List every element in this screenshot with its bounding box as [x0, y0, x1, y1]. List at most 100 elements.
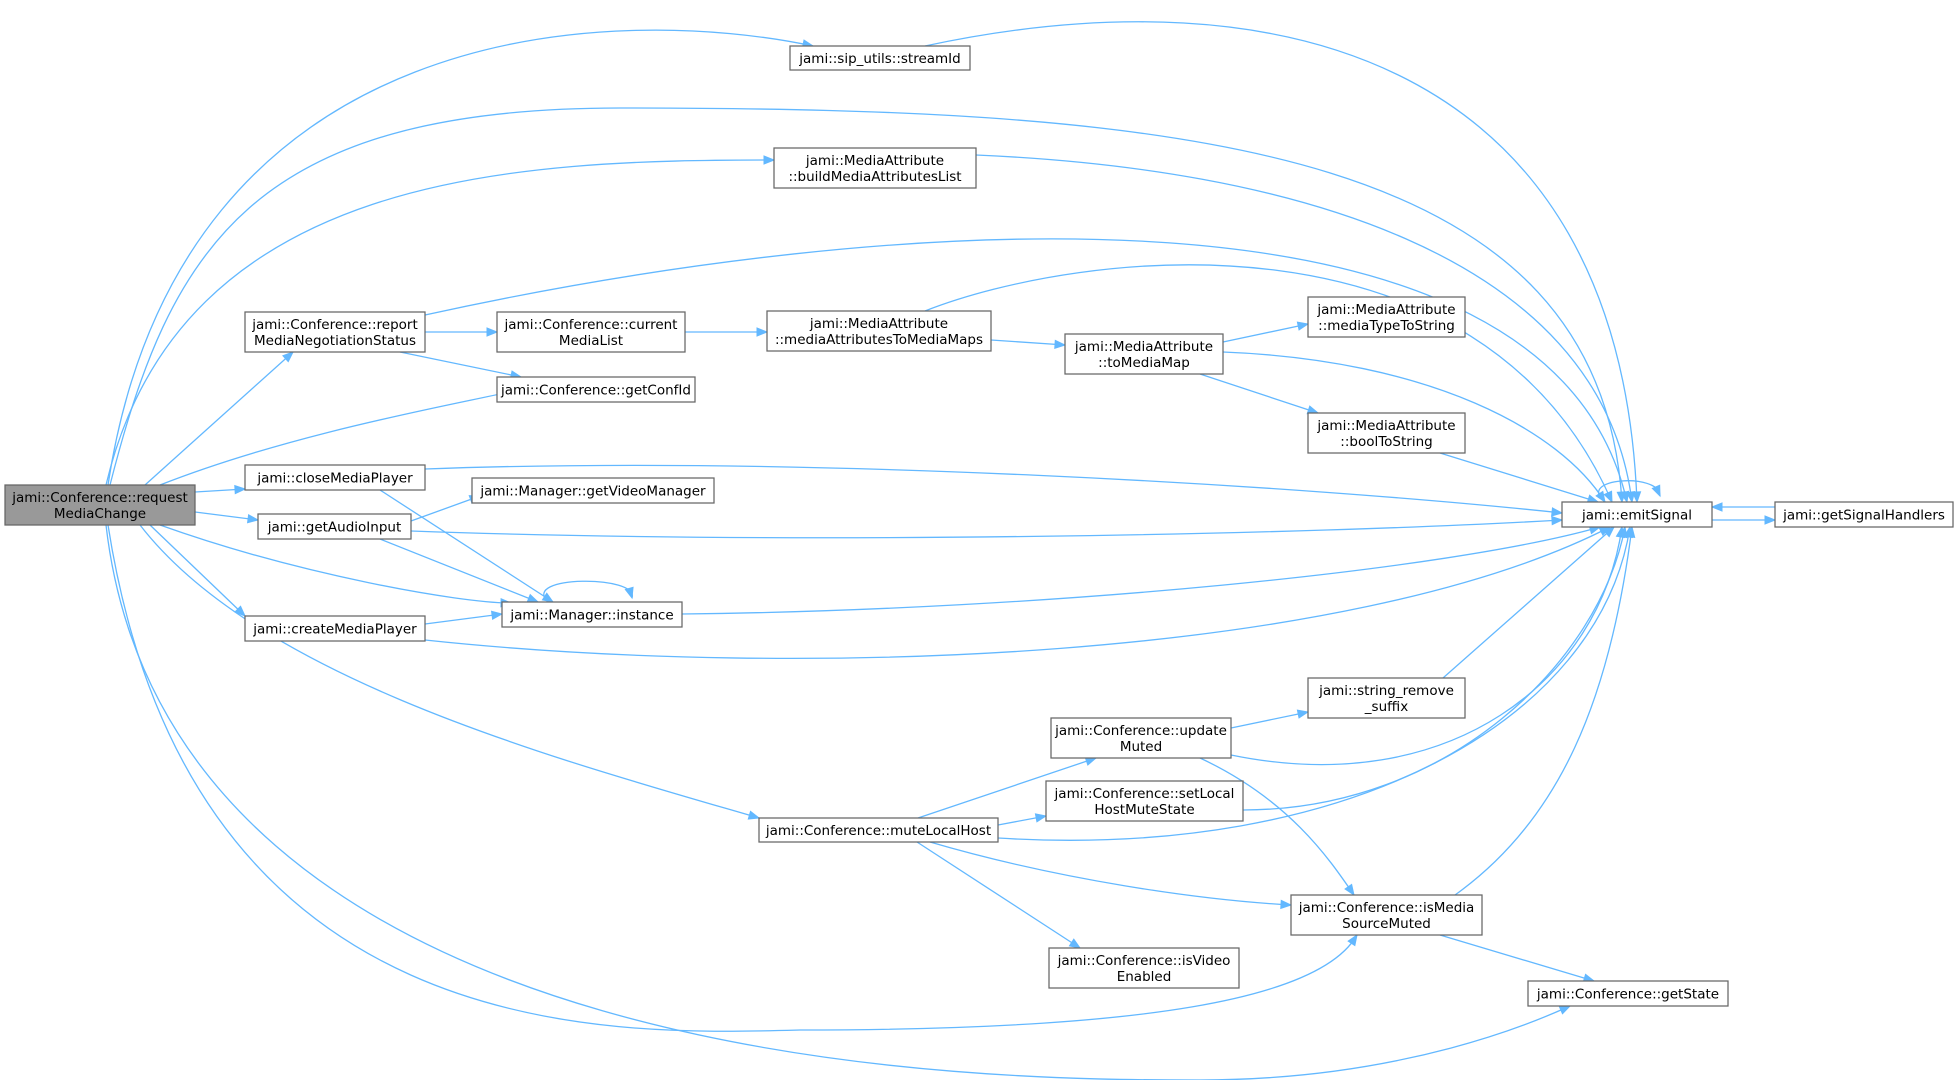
node-box — [501, 601, 683, 628]
node-emitSignal[interactable]: jami::emitSignal — [1561, 501, 1713, 528]
node-buildMAL[interactable]: jami::MediaAttribute::buildMediaAttribut… — [773, 147, 977, 189]
edge-streamId-to-emitSignal — [924, 21, 1642, 504]
edge-arrowhead — [1054, 339, 1067, 350]
edge-line — [379, 538, 539, 603]
edge-line — [916, 841, 1081, 949]
edge-reportMNS-to-currentML — [425, 327, 499, 337]
node-closeMP[interactable]: jami::closeMediaPlayer — [244, 464, 426, 491]
edge-line — [1199, 757, 1355, 896]
node-label: jami::string_remove — [1318, 683, 1454, 699]
node-label: HostMuteState — [1094, 802, 1194, 818]
edge-line — [924, 264, 1613, 503]
edge-closeMP-to-emitSignal — [424, 464, 1564, 517]
node-label: jami::MediaAttribute — [1316, 302, 1455, 318]
node-getSH[interactable]: jami::getSignalHandlers — [1774, 501, 1954, 528]
edge-arrowhead — [1347, 933, 1358, 947]
node-boolToString[interactable]: jami::MediaAttribute::boolToString — [1307, 412, 1466, 454]
node-label: jami::Manager::instance — [509, 608, 673, 624]
node-label: jami::MediaAttribute — [809, 316, 948, 332]
node-getState[interactable]: jami::Conference::getState — [1527, 980, 1729, 1007]
edge-arrowhead — [1619, 490, 1630, 504]
node-label: jami::closeMediaPlayer — [256, 471, 413, 487]
edge-arrowhead — [1296, 321, 1310, 331]
node-muteLH[interactable]: jami::Conference::muteLocalHost — [758, 817, 999, 843]
node-instance[interactable]: jami::Manager::instance — [501, 601, 683, 628]
edge-arrowhead — [747, 810, 761, 820]
node-label: jami::Conference::update — [1054, 723, 1227, 739]
edge-emitSignal-to-getSH — [1712, 515, 1777, 525]
edge-line — [105, 159, 775, 486]
node-streamId[interactable]: jami::sip_utils::streamId — [789, 45, 971, 71]
node-getAudioInput[interactable]: jami::getAudioInput — [257, 513, 412, 540]
node-label: jami::sip_utils::streamId — [798, 51, 960, 67]
edge-root-to-streamId — [107, 29, 815, 486]
edge-root-to-getAudioInput — [194, 511, 260, 524]
node-label: jami::Conference::current — [504, 317, 678, 333]
call-nodes: jami::Conference::requestMediaChangejami… — [4, 45, 1954, 1007]
node-label: MediaChange — [54, 506, 146, 522]
edge-instance-to-emitSignal — [681, 525, 1602, 615]
edge-getAudioInput-to-getVM — [410, 495, 482, 522]
edge-updateMuted-to-strRemSuffix — [1230, 709, 1310, 729]
edge-getSH-to-emitSignal — [1710, 502, 1775, 512]
edge-line — [194, 511, 259, 521]
node-getConfId[interactable]: jami::Conference::getConfId — [496, 376, 696, 403]
node-maToMaps[interactable]: jami::MediaAttribute::mediaAttributesToM… — [766, 310, 992, 352]
edge-line — [139, 524, 760, 819]
node-box — [773, 147, 977, 189]
node-mtToString[interactable]: jami::MediaAttribute::mediaTypeToString — [1307, 296, 1466, 338]
node-label: SourceMuted — [1342, 916, 1431, 932]
node-toMediaMap[interactable]: jami::MediaAttribute::toMediaMap — [1064, 333, 1224, 375]
edge-arrowhead — [1651, 484, 1661, 498]
node-label: ::mediaAttributesToMediaMaps — [775, 332, 983, 348]
node-createMP[interactable]: jami::createMediaPlayer — [244, 615, 426, 642]
node-box — [244, 615, 426, 642]
node-label: jami::getSignalHandlers — [1782, 508, 1945, 524]
node-box — [1307, 296, 1466, 338]
edge-line — [107, 29, 814, 486]
node-label: jami::Conference::isMedia — [1298, 900, 1475, 916]
edge-line — [1242, 526, 1626, 811]
edge-line — [424, 526, 1611, 660]
node-label: MediaNegotiationStatus — [254, 333, 416, 349]
node-box — [1307, 677, 1466, 719]
node-getVM[interactable]: jami::Manager::getVideoManager — [471, 477, 715, 504]
node-box — [496, 311, 686, 353]
node-box — [244, 464, 426, 491]
edge-emitSignal-to-emitSignal — [1597, 480, 1661, 503]
node-strRemSuffix[interactable]: jami::string_remove_suffix — [1307, 677, 1466, 719]
edge-arrowhead — [1280, 899, 1293, 910]
node-label: jami::Conference::request — [11, 490, 188, 506]
node-box — [1290, 894, 1483, 936]
edge-getAudioInput-to-emitSignal — [410, 515, 1564, 539]
edge-arrowhead — [282, 351, 295, 363]
node-label: jami::Manager::getVideoManager — [479, 484, 706, 500]
edge-line — [1222, 323, 1309, 343]
edge-line — [424, 238, 1628, 503]
call-edges — [105, 21, 1777, 1080]
edge-arrowhead — [1602, 526, 1616, 538]
node-label: jami::emitSignal — [1581, 508, 1692, 524]
edge-line — [410, 495, 481, 522]
edge-arrowhead — [1551, 515, 1564, 526]
edge-maToMaps-to-toMediaMap — [990, 339, 1067, 350]
node-label: jami::Conference::muteLocalHost — [765, 823, 991, 839]
edge-arrowhead — [1710, 502, 1723, 512]
edge-root-to-createMP — [149, 524, 246, 617]
node-reportMNS[interactable]: jami::Conference::reportMediaNegotiation… — [244, 311, 426, 353]
node-box — [1045, 780, 1244, 822]
edge-arrowhead — [763, 155, 776, 165]
edge-line — [917, 757, 1097, 819]
edge-line — [975, 154, 1633, 503]
edge-arrowhead — [624, 586, 634, 600]
node-label: jami::MediaAttribute — [805, 153, 944, 169]
node-label: jami::MediaAttribute — [1316, 418, 1455, 434]
edge-line — [1442, 526, 1615, 679]
edge-line — [924, 21, 1638, 503]
